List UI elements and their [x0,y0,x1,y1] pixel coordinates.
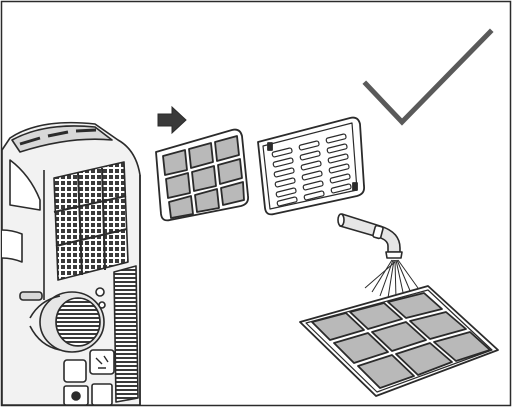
drain-port [63,359,87,383]
upper-grille [53,161,129,281]
rear-filter-frame [257,116,366,216]
water-spray [364,259,419,300]
push-arrow [157,105,187,135]
air-conditioner-unit [1,121,141,406]
checkmark-icon [362,28,494,126]
lower-grille [113,265,139,403]
washed-filter [299,285,499,397]
water-tap [337,213,403,259]
control-panel [11,125,113,153]
front-filter-grid [155,128,250,222]
